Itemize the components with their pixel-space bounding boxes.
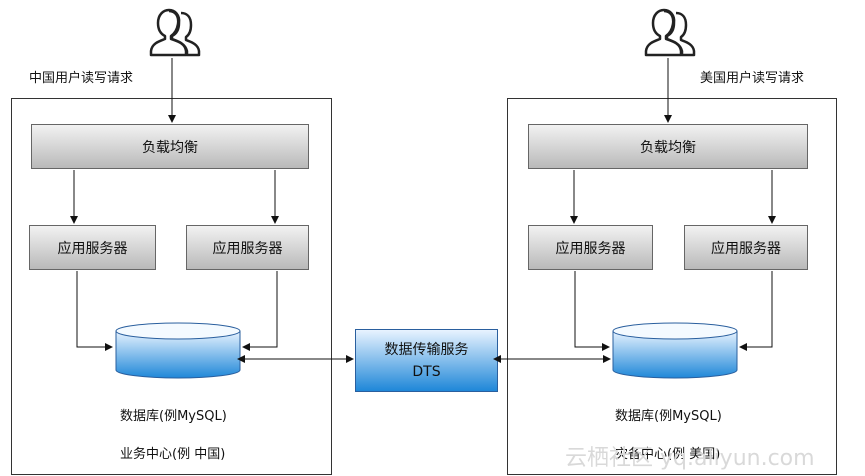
left-app2-to-db-arrow — [242, 271, 278, 351]
right-app-server-2: 应用服务器 — [684, 225, 808, 270]
right-database-icon — [612, 322, 738, 379]
right-app1-to-db-arrow — [574, 271, 610, 351]
left-request-label: 中国用户读写请求 — [29, 71, 134, 86]
right-users-icon — [644, 8, 696, 57]
left-database-label: 数据库(例MySQL) — [120, 409, 227, 424]
left-app-server-1: 应用服务器 — [29, 225, 156, 270]
right-request-label: 美国用户读写请求 — [700, 71, 805, 86]
right-database-label: 数据库(例MySQL) — [615, 409, 722, 424]
left-load-balancer: 负载均衡 — [31, 124, 309, 169]
dts-subtitle: DTS — [412, 363, 441, 380]
right-app2-to-db-arrow — [739, 271, 773, 351]
dts-service-box: 数据传输服务 DTS — [355, 329, 498, 392]
right-center-label: 灾备中心(例 美国) — [615, 447, 721, 462]
watermark: 云栖社区 yq.aliyun.com — [565, 446, 815, 471]
left-app1-to-db-arrow — [76, 271, 113, 351]
dts-title: 数据传输服务 — [384, 341, 469, 358]
left-center-label: 业务中心(例 中国) — [120, 447, 226, 462]
left-users-icon — [149, 8, 201, 57]
right-app-server-1: 应用服务器 — [528, 225, 653, 270]
left-database-icon — [115, 322, 241, 379]
left-app-server-2: 应用服务器 — [186, 225, 309, 270]
right-load-balancer: 负载均衡 — [528, 124, 808, 169]
